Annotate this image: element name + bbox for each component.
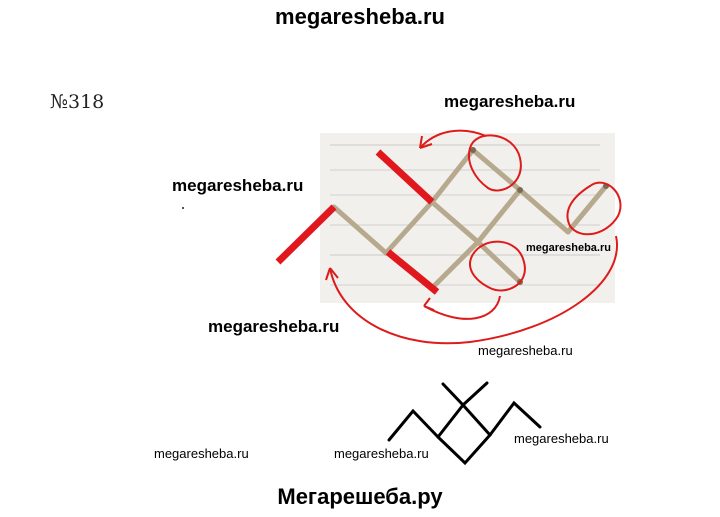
answer-figure bbox=[387, 381, 542, 466]
matchstick-icon bbox=[331, 147, 609, 291]
watermark: megaresheba.ru bbox=[172, 176, 304, 195]
header-site-title: megaresheba.ru bbox=[275, 4, 445, 29]
watermark: megaresheba.ru bbox=[478, 343, 573, 358]
curved-arrow-icon bbox=[325, 129, 618, 345]
watermark: megaresheba.ru bbox=[208, 317, 340, 336]
photo-text-lines bbox=[330, 144, 600, 286]
problem-number: №318 bbox=[50, 91, 105, 113]
photo-background bbox=[320, 133, 615, 303]
highlight-circle-icon bbox=[468, 134, 622, 292]
removed-matchstick-icon bbox=[275, 149, 440, 295]
footer-site-title: Мегарешеба.ру bbox=[277, 484, 443, 509]
watermark: megaresheba.ru bbox=[334, 446, 429, 461]
watermark: megaresheba.ru bbox=[444, 92, 576, 111]
stray-dot bbox=[182, 207, 184, 209]
watermark: megaresheba.ru bbox=[514, 431, 609, 446]
watermark: megaresheba.ru bbox=[154, 446, 249, 461]
watermark: megaresheba.ru bbox=[526, 242, 611, 254]
